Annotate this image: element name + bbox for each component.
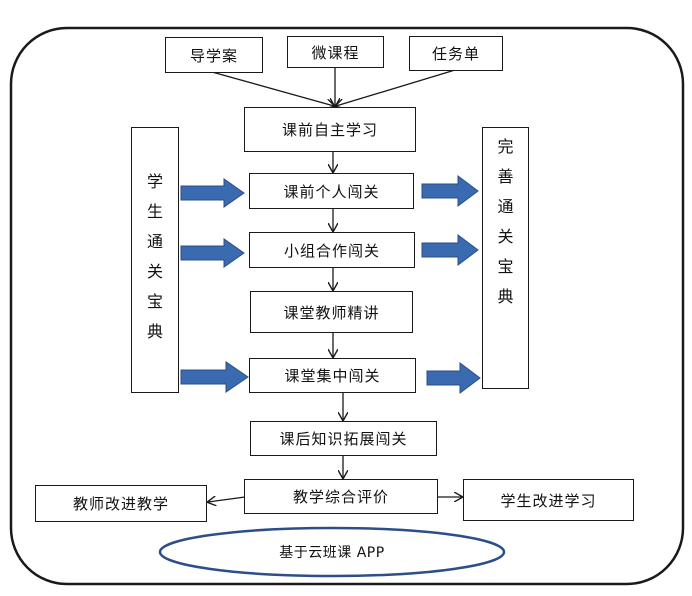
step-teacher-lecture: 课堂教师精讲 — [250, 291, 413, 333]
step-preclass-self-study: 课前自主学习 — [244, 107, 416, 152]
student-handbook-char: 学 — [146, 172, 163, 191]
block-arrow-right-1 — [421, 175, 479, 207]
block-arrows — [180, 175, 481, 394]
improve-handbook-char: 通 — [497, 197, 514, 216]
block-arrow-left-2 — [180, 238, 245, 268]
improve-handbook-char: 完 — [497, 137, 514, 156]
flow-connectors — [333, 152, 343, 478]
improve-handbook-char: 关 — [497, 227, 514, 246]
block-arrow-right-2 — [421, 234, 479, 266]
teacher-improve-box: 教师改进教学 — [35, 485, 207, 522]
input-box-microcourse: 微课程 — [287, 36, 384, 68]
student-handbook-char: 生 — [146, 202, 163, 221]
platform-label: 基于云班课 APP — [279, 545, 385, 561]
improve-handbook-char: 宝 — [497, 257, 514, 276]
student-improve-box: 学生改进学习 — [463, 479, 634, 521]
step-group-cooperation: 小组合作闯关 — [249, 232, 415, 268]
block-arrow-right-3 — [426, 362, 481, 394]
evaluation-box: 教学综合评价 — [244, 479, 438, 514]
student-handbook-char: 宝 — [146, 292, 163, 311]
student-handbook-column: 学 生 通 关 宝 典 — [131, 127, 179, 393]
step-preclass-individual: 课前个人闯关 — [249, 173, 414, 209]
student-handbook-char: 关 — [146, 262, 163, 281]
step-classroom-collective: 课堂集中闯关 — [249, 358, 416, 393]
platform-ellipse — [158, 526, 506, 578]
block-arrow-left-3 — [180, 361, 249, 393]
improve-handbook-char: 善 — [497, 167, 514, 186]
input-box-tasklist: 任务单 — [409, 36, 503, 71]
step-afterclass-extension: 课后知识拓展闯关 — [250, 421, 437, 456]
improve-handbook-char: 典 — [497, 287, 514, 306]
outer-frame — [9, 26, 685, 586]
improve-handbook-column: 完 善 通 关 宝 典 — [482, 127, 529, 389]
student-handbook-char: 通 — [146, 232, 163, 251]
input-connectors — [211, 66, 456, 106]
evaluation-connectors — [208, 497, 462, 502]
student-handbook-char: 典 — [146, 322, 163, 341]
input-box-guide: 导学案 — [165, 37, 263, 73]
block-arrow-left-1 — [180, 178, 245, 208]
